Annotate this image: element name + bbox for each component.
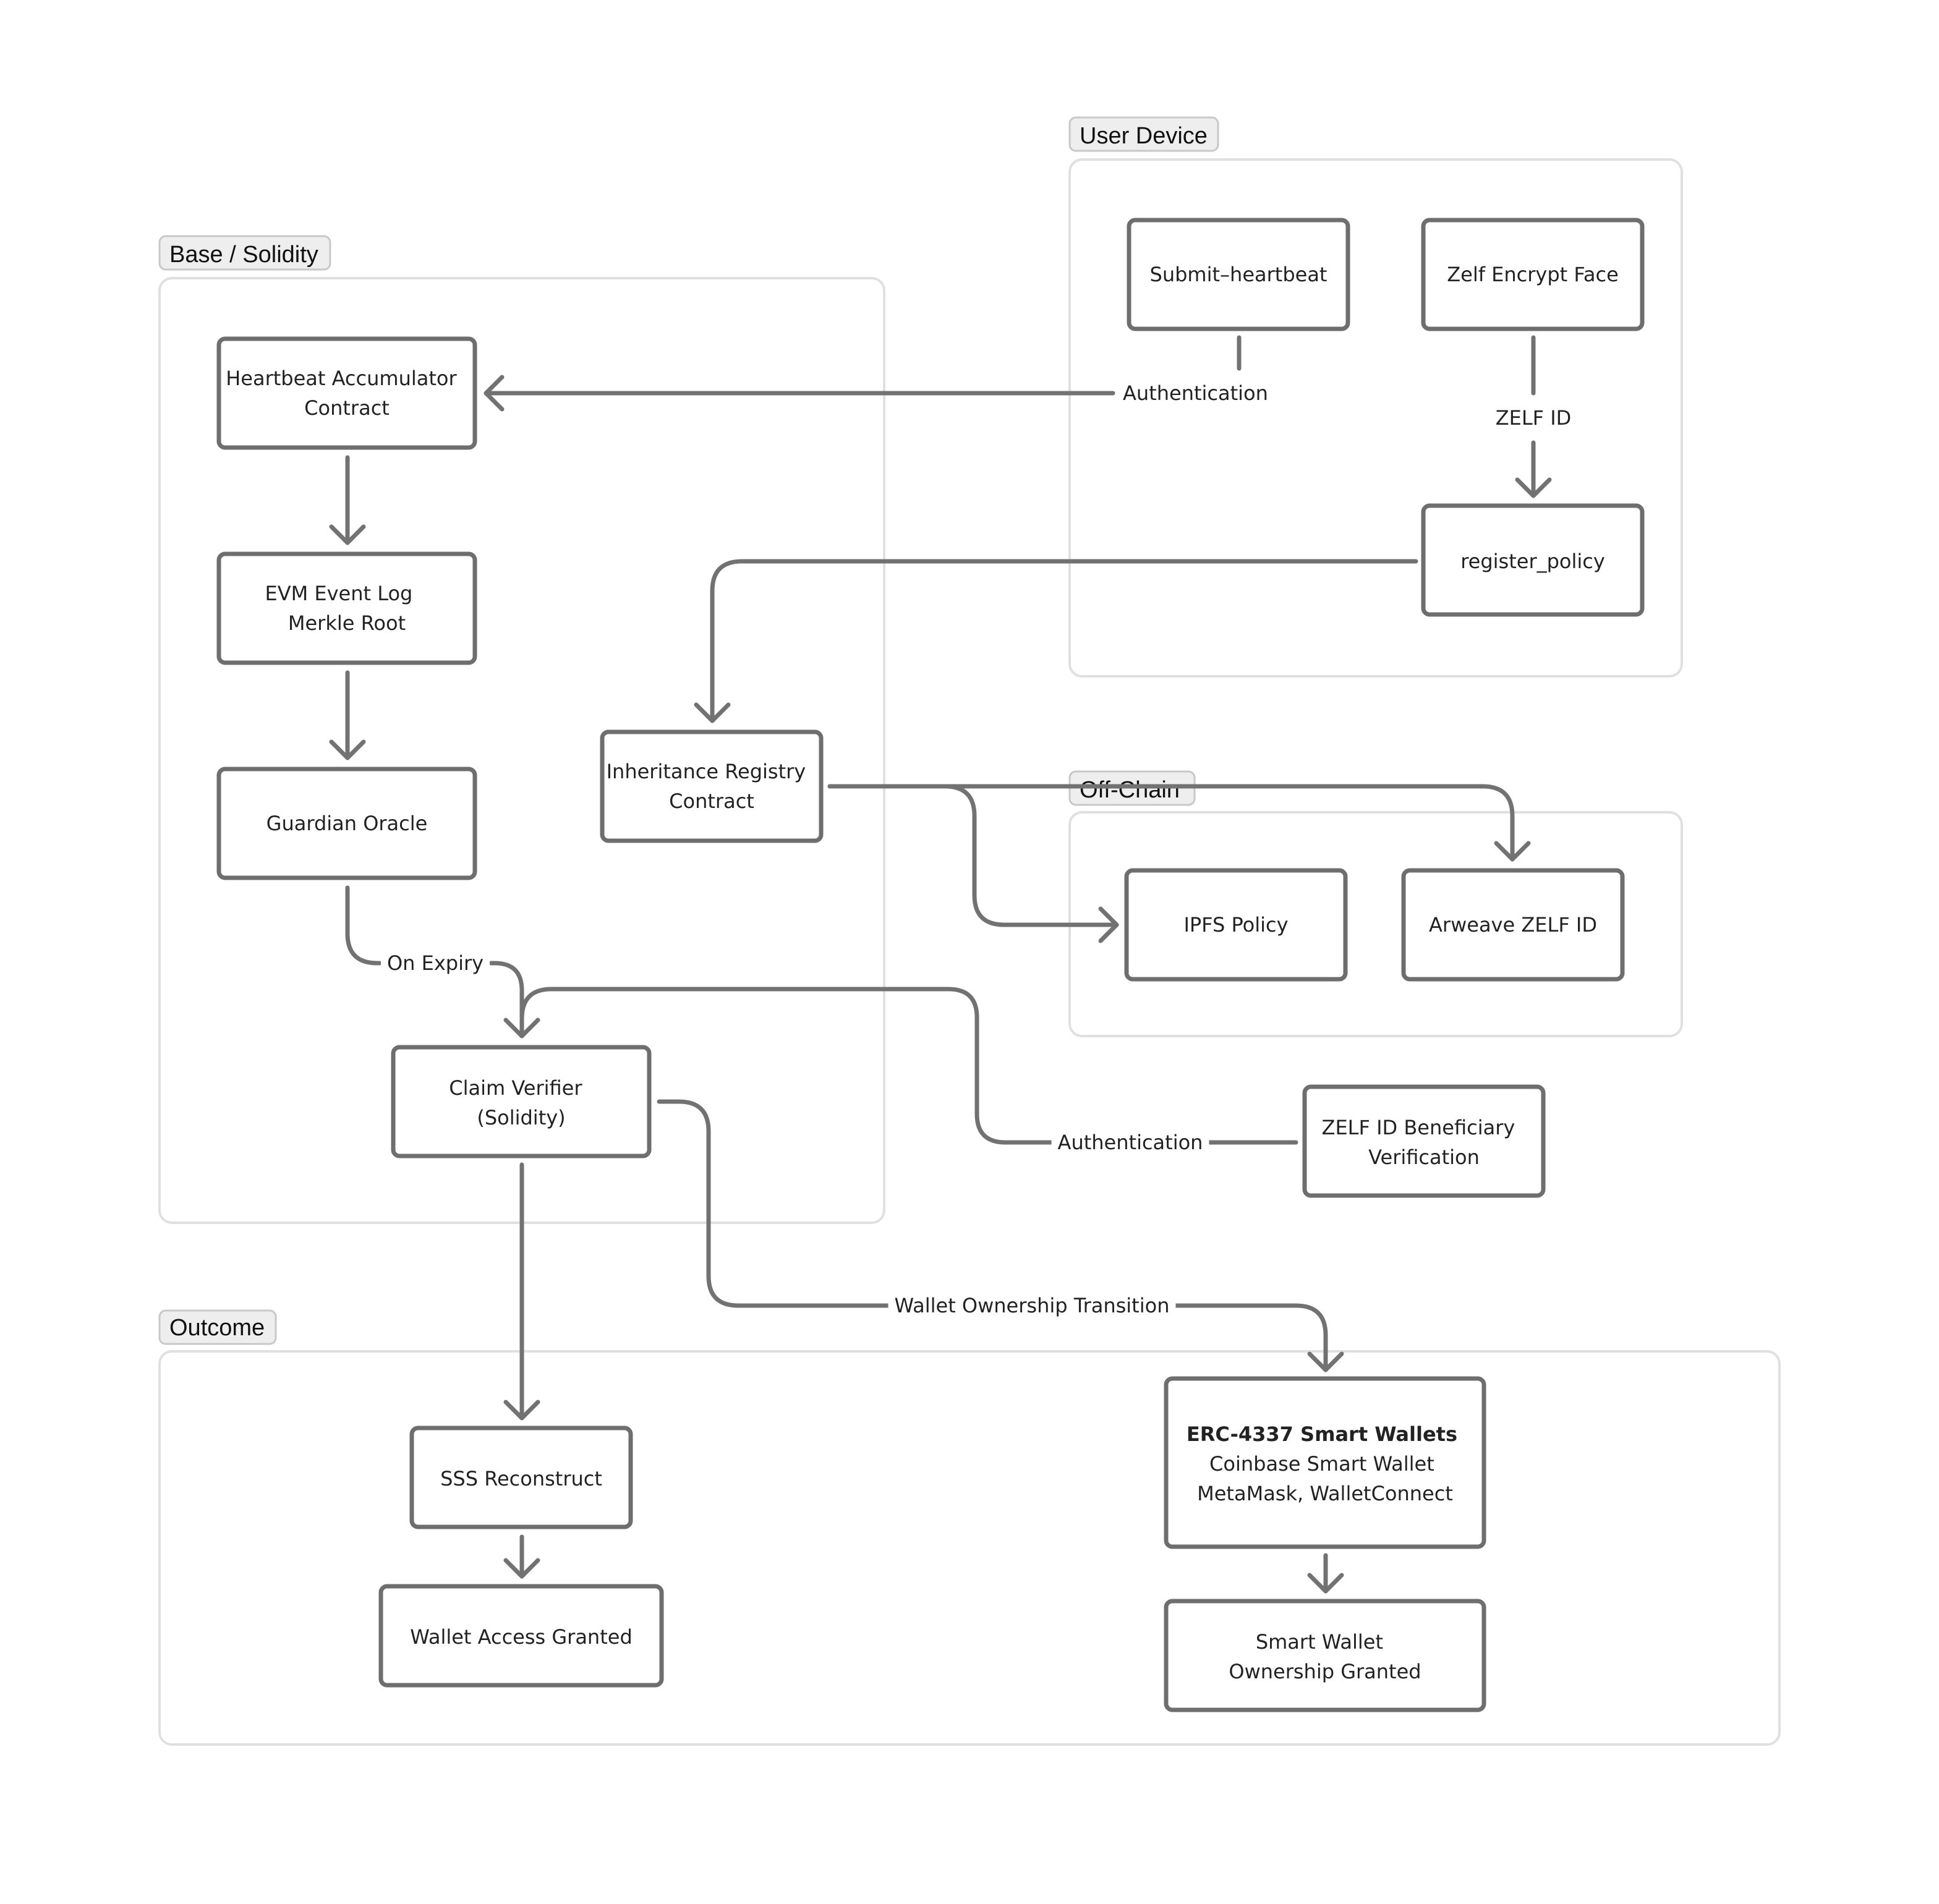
node-label-line-2: Contract [304, 396, 390, 420]
edge-registry-to-arweave [827, 784, 1515, 862]
node-label-line-2: Coinbase Smart Wallet [1209, 1452, 1434, 1476]
svg-text:register_policy: register_policy [1460, 550, 1605, 573]
arrowhead-evm [329, 524, 366, 545]
svg-text:Submit–heartbeat: Submit–heartbeat [1150, 263, 1327, 286]
edge-label-background [1489, 404, 1578, 432]
node-label: Zelf Encrypt Face [1447, 263, 1619, 286]
svg-text:Smart Wallet Ownership G: Smart Wallet Ownership Granted [1229, 1630, 1421, 1683]
group-label-off-chain: Off-Chain [1080, 777, 1180, 803]
node-submit-heartbeat[interactable]: Submit–heartbeat [1127, 218, 1350, 331]
edge-label-background [1117, 379, 1274, 407]
svg-text:Heartbeat Accumulator Co: Heartbeat Accumulator Contract [226, 367, 463, 420]
svg-text:ERC-4337 Smart Wallets C: ERC-4337 Smart Wallets Coinbase Smart Wa… [1187, 1422, 1464, 1505]
svg-text:ZELF ID Beneficiary Veri: ZELF ID Beneficiary Verification [1322, 1116, 1522, 1169]
arrowhead-registry [694, 702, 731, 723]
node-label: IPFS Policy [1183, 913, 1288, 937]
node-label-line-3: MetaMask, WalletConnect [1197, 1482, 1453, 1505]
edge-labels: Authentication ZELF ID On Expiry Authent… [380, 379, 1578, 1320]
node-label: SSS Reconstruct [440, 1467, 602, 1490]
svg-text:Claim Verifier (Solidity: Claim Verifier (Solidity) [449, 1076, 588, 1129]
edge-verifier-to-transition [657, 1099, 895, 1308]
node-label-line-1: EVM Event Log [265, 582, 412, 605]
arrowhead-arweave [1494, 841, 1531, 862]
arrowhead-erc4337 [1307, 1351, 1344, 1372]
node-arweave-zelf-id[interactable]: Arweave ZELF ID [1401, 868, 1625, 982]
group-label-base-solidity: Base / Solidity [169, 242, 318, 268]
edge-transition-to-erc4337 [1169, 1303, 1328, 1372]
group-user-device: User Device [1068, 116, 1683, 678]
node-sss-reconstruct[interactable]: SSS Reconstruct [409, 1426, 633, 1529]
node-evm-event-log[interactable]: EVM Event Log Merkle Root [216, 551, 477, 665]
node-register-policy[interactable]: register_policy [1421, 503, 1645, 617]
node-label-line-2: Verification [1368, 1145, 1480, 1169]
arrowhead-claim-verifier [503, 1018, 540, 1039]
node-label-line-1: ZELF ID Beneficiary [1322, 1116, 1515, 1139]
edge-label-authentication-beneficiary: Authentication [1058, 1131, 1203, 1154]
edge-label-background [888, 1291, 1176, 1320]
node-label-line-1: Inheritance Registry [607, 760, 806, 783]
node-smart-wallet-ownership-granted[interactable]: Smart Wallet Ownership Granted [1164, 1599, 1486, 1712]
svg-text:Guardian Oracle: Guardian Oracle [266, 812, 428, 835]
node-zelf-beneficiary-verification[interactable]: ZELF ID Beneficiary Verification [1302, 1084, 1546, 1198]
node-label-line-1: Smart Wallet [1256, 1630, 1383, 1654]
edge-auth-to-verifier [519, 987, 1054, 1145]
arrowhead-ownership [1307, 1573, 1344, 1594]
arrowhead-accumulator [484, 375, 505, 412]
node-label-line-1: Claim Verifier [449, 1076, 582, 1100]
node-heartbeat-accumulator[interactable]: Heartbeat Accumulator Contract [216, 336, 477, 450]
svg-text:SSS Reconstruct: SSS Reconstruct [440, 1467, 602, 1490]
node-label: register_policy [1460, 550, 1605, 573]
svg-text:Zelf Encrypt Face: Zelf Encrypt Face [1447, 263, 1619, 286]
node-ipfs-policy[interactable]: IPFS Policy [1124, 868, 1348, 982]
arrowhead-ipfs [1098, 906, 1119, 943]
edge-label-background [1051, 1128, 1209, 1157]
node-label: Submit–heartbeat [1150, 263, 1327, 286]
node-claim-verifier[interactable]: Claim Verifier (Solidity) [391, 1045, 652, 1158]
edge-label-on-expiry: On Expiry [387, 951, 484, 975]
edge-label-wallet-ownership-transition: Wallet Ownership Transition [895, 1294, 1170, 1317]
edge-label-authentication-heartbeat: Authentication [1123, 381, 1268, 405]
node-inheritance-registry[interactable]: Inheritance Registry Contract [600, 729, 824, 843]
arrowhead-oracle [329, 739, 366, 760]
node-label-line-2: Contract [669, 789, 754, 813]
node-guardian-oracle[interactable]: Guardian Oracle [216, 767, 477, 880]
edge-registry-to-ipfs [827, 784, 1119, 927]
arrowhead-register-policy [1515, 477, 1552, 498]
edge-register-to-registry [710, 559, 1418, 723]
node-label-line-2: Ownership Granted [1229, 1660, 1421, 1683]
svg-text:Wallet Access Granted: Wallet Access Granted [410, 1625, 633, 1649]
node-label: Guardian Oracle [266, 812, 428, 835]
arrowhead-wallet-access [503, 1558, 540, 1579]
svg-text:Inheritance Registry Con: Inheritance Registry Contract [607, 760, 812, 813]
svg-text:EVM Event Log Merkle Roo: EVM Event Log Merkle Root [265, 582, 419, 635]
group-outcome: Outcome [158, 1309, 1781, 1746]
node-label: Wallet Access Granted [410, 1625, 633, 1649]
svg-text:Arweave ZELF ID: Arweave ZELF ID [1429, 913, 1597, 937]
node-label-line-1: ERC-4337 Smart Wallets [1187, 1422, 1457, 1446]
edge-oracle-to-expiry [345, 885, 382, 966]
arrowhead-sss [503, 1400, 540, 1421]
group-label-outcome: Outcome [169, 1315, 265, 1341]
group-label-user-device: User Device [1080, 123, 1208, 149]
node-label-line-2: Merkle Root [288, 611, 406, 635]
edges [329, 335, 1552, 1594]
edge-label-zelf-id: ZELF ID [1496, 406, 1572, 430]
node-label-line-2: (Solidity) [477, 1106, 565, 1129]
edge-label-background [380, 949, 490, 977]
node-zelf-encrypt-face[interactable]: Zelf Encrypt Face [1421, 218, 1645, 331]
node-label: Arweave ZELF ID [1429, 913, 1597, 937]
node-erc4337-smart-wallets[interactable]: ERC-4337 Smart Wallets Coinbase Smart Wa… [1164, 1376, 1486, 1549]
edge-expiry-to-verifier [488, 961, 524, 1039]
svg-text:IPFS Policy: IPFS Policy [1183, 913, 1288, 937]
node-label-line-1: Heartbeat Accumulator [226, 367, 457, 390]
node-wallet-access-granted[interactable]: Wallet Access Granted [378, 1584, 664, 1688]
